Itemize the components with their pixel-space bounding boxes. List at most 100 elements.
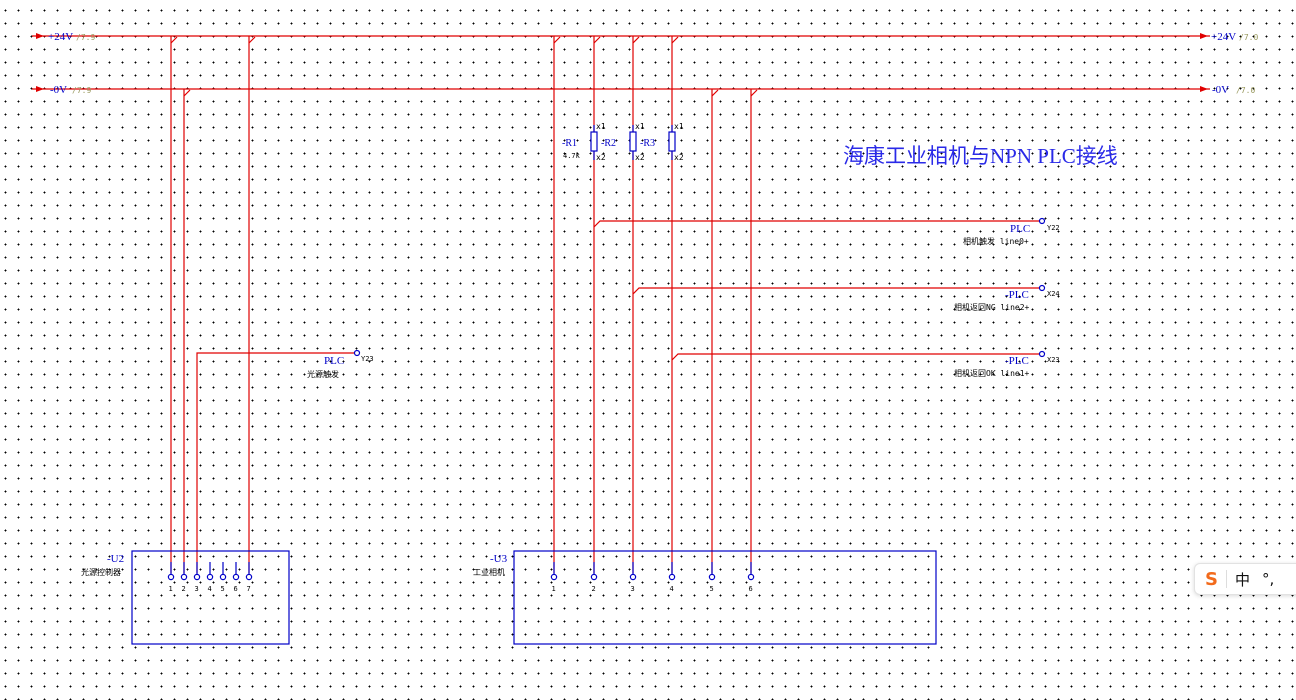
- pin-terminal-icon: [193, 573, 201, 581]
- u2-name: 光源控制器: [81, 567, 121, 577]
- device-pin[interactable]: 6: [232, 562, 240, 593]
- r1-tag: -R1: [562, 138, 577, 149]
- pin-number: 2: [592, 585, 596, 593]
- pin-number: 6: [234, 585, 238, 593]
- rail-0v-ref-right: /7.0: [1236, 86, 1255, 95]
- plc-address: Y23: [361, 355, 374, 363]
- wire-plc-x23[interactable]: [671, 353, 1040, 361]
- pin-number: 3: [631, 585, 635, 593]
- device-pin[interactable]: 4: [668, 562, 676, 593]
- pin-terminal-icon: [245, 573, 253, 581]
- wire-u2-pin3-plc[interactable]: [196, 352, 355, 573]
- u2-wiring: [170, 36, 355, 573]
- pin-terminal-icon: [206, 573, 214, 581]
- pin-terminal-icon: [550, 573, 558, 581]
- pin-number: 3: [195, 585, 199, 593]
- pin-terminal-icon: [708, 573, 716, 581]
- pin-number: 1: [169, 585, 173, 593]
- device-pin[interactable]: 7: [245, 562, 253, 593]
- plc-tag: -PLC: [1005, 289, 1029, 301]
- wire-plc-y22[interactable]: [593, 220, 1040, 228]
- device-pin[interactable]: 2: [180, 562, 188, 593]
- plc-desc: 光源触发: [307, 369, 339, 379]
- pin-terminal-icon: [167, 573, 175, 581]
- plc-desc: 相机触发 line0+: [963, 236, 1029, 246]
- pin-terminal-icon: [668, 573, 676, 581]
- rail-arrow-icon: [36, 33, 44, 39]
- pin-terminal-icon: [232, 573, 240, 581]
- rail-0v-ref-left: /7.9: [72, 86, 91, 95]
- plc-desc: 相机返回OK line1+: [954, 368, 1030, 378]
- plc-terminal-y23[interactable]: PLC Y23 光源触发: [307, 349, 374, 380]
- r1-pin1-label: x1: [596, 122, 606, 131]
- u3-name: 工业相机: [473, 567, 505, 577]
- pin-number: 5: [221, 585, 225, 593]
- ime-punctuation-toggle[interactable]: °,: [1261, 570, 1275, 588]
- pin-terminal-icon: [629, 573, 637, 581]
- plc-desc: 相机返回NG line2+: [954, 302, 1030, 312]
- device-pin[interactable]: 1: [550, 562, 558, 593]
- plc-tag: PLC: [324, 355, 344, 367]
- pin-terminal-icon: [219, 573, 227, 581]
- plc-terminal-x23[interactable]: -PLC X23 相机返回OK line1+: [954, 350, 1060, 379]
- r2-pin1-label: x1: [635, 122, 645, 131]
- plc-address: X23: [1047, 356, 1060, 364]
- device-pin[interactable]: 2: [590, 562, 598, 593]
- rail-0v: -0V /7.9 -0V /7.0: [32, 84, 1255, 96]
- sogou-logo-icon[interactable]: S: [1205, 568, 1218, 590]
- device-u2[interactable]: -U2 光源控制器 1 2 3 4 5 6 7: [81, 550, 290, 645]
- rail-arrow-icon: [1200, 86, 1208, 92]
- r2-pin2-label: x2: [635, 153, 645, 162]
- rail-arrow-icon: [1200, 33, 1208, 39]
- pin-number: 1: [552, 585, 556, 593]
- pin-terminal-icon: [180, 573, 188, 581]
- plc-address: Y22: [1047, 224, 1060, 232]
- rail-arrow-icon: [36, 86, 44, 92]
- device-pin[interactable]: 5: [219, 562, 227, 593]
- rail-0v-label-left: -0V: [50, 84, 67, 96]
- r1-value: 4.7k: [563, 152, 581, 160]
- r3-pin1-label: x1: [674, 122, 684, 131]
- rail-24v-label-right: +24V: [1211, 31, 1236, 43]
- ime-toolbar[interactable]: S 中 °,: [1194, 563, 1296, 595]
- device-pin[interactable]: 3: [629, 562, 637, 593]
- pin-terminal-icon: [590, 573, 598, 581]
- rail-24v-ref-left: /7.9: [76, 33, 95, 42]
- pin-terminal-icon: [747, 573, 755, 581]
- plc-terminal-x24[interactable]: -PLC X24 相机返回NG line2+: [954, 284, 1060, 313]
- device-u3[interactable]: -U3 工业相机 1 2 3 4 5 6: [473, 550, 937, 645]
- pin-number: 4: [208, 585, 212, 593]
- ime-mode-toggle[interactable]: 中: [1234, 570, 1250, 589]
- device-pin[interactable]: 3: [193, 562, 201, 593]
- plc-tag: -PLC: [1005, 355, 1029, 367]
- resistor-r3[interactable]: x1 x2 -R3: [640, 122, 684, 162]
- pin-number: 5: [710, 585, 714, 593]
- rail-0v-label-right: -0V: [1212, 84, 1229, 96]
- rail-24v: +24V /7.9 +24V /7.0: [32, 31, 1258, 43]
- r3-pin2-label: x2: [674, 153, 684, 162]
- plc-terminal-y22[interactable]: PLC Y22 相机触发 line0+: [963, 217, 1060, 247]
- resistor-r1[interactable]: x1 x2 -R1 4.7k: [562, 122, 606, 162]
- r3-tag: -R3: [640, 138, 655, 149]
- r2-tag: -R2: [601, 138, 616, 149]
- rail-24v-label-left: +24V: [48, 31, 73, 43]
- device-pin[interactable]: 1: [167, 562, 175, 593]
- rail-24v-ref-right: /7.0: [1239, 33, 1258, 42]
- u3-tag: -U3: [490, 553, 508, 565]
- diagram-title: 海康工业相机与NPN PLC接线: [843, 144, 1118, 168]
- u2-tag: -U2: [107, 553, 124, 565]
- plc-address: X24: [1047, 290, 1060, 298]
- pin-number: 6: [749, 585, 753, 593]
- device-pin[interactable]: 5: [708, 562, 716, 593]
- ime-divider: [1225, 570, 1227, 588]
- resistor-r2[interactable]: x1 x2 -R2: [601, 122, 645, 162]
- pin-number: 4: [670, 585, 674, 593]
- pin-number: 2: [182, 585, 186, 593]
- plc-tag: PLC: [1010, 223, 1030, 235]
- r1-pin2-label: x2: [596, 153, 606, 162]
- wire-plc-x24[interactable]: [632, 287, 1040, 295]
- device-pin[interactable]: 4: [206, 562, 214, 593]
- pin-number: 7: [247, 585, 251, 593]
- device-pin[interactable]: 6: [747, 562, 755, 593]
